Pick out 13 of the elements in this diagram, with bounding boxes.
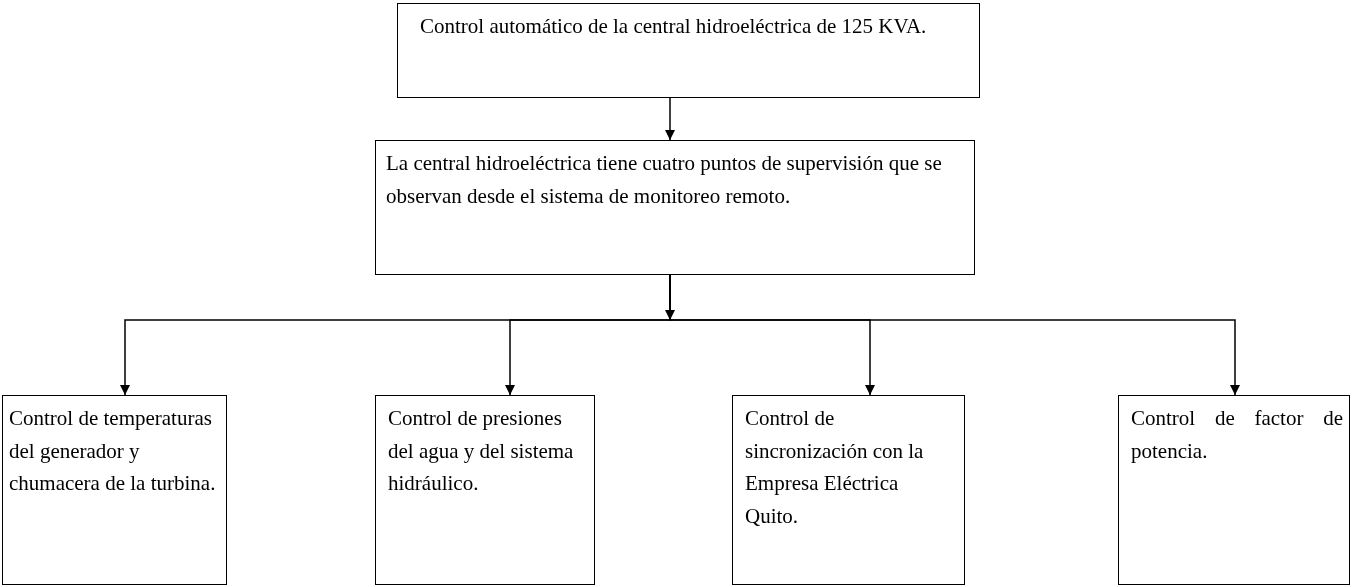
process-box [397,3,980,98]
box-text: Control automático de la central hidroeléctrica de 125 KVA. [420,13,928,40]
box-text: La central hidroeléctrica tiene cuatro puntos de supervisión que se observan desde el sistema de monitoreo remoto. [386,150,943,210]
process-box [375,140,975,275]
box-text: Control de factor de potencia. [1131,405,1343,465]
process-box [375,395,595,585]
process-box [1118,395,1350,585]
box-text: Control de sincronización con la Empresa Eléctrica Quito. [745,405,925,530]
box-text: Control de presiones del agua y del sistema hidráulico. [388,405,575,498]
arrow [665,97,675,141]
process-box [2,395,227,585]
process-box [732,395,965,585]
box-text: Control de temperaturas del generador y chumacera de la turbina. [9,405,217,498]
